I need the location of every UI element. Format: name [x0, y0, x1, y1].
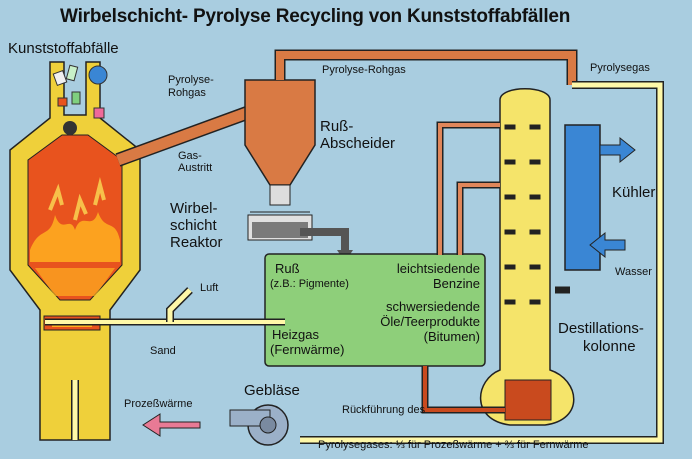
russ-abscheider	[244, 79, 316, 241]
label-pigmente: (z.B.: Pigmente)	[270, 278, 349, 290]
geblaese	[229, 404, 289, 446]
russ-pfeil	[300, 228, 349, 252]
label-kuehler: Kühler	[612, 184, 656, 201]
label-geblaese: Gebläse	[244, 382, 300, 399]
label-leichtsiedende: leichtsiedende	[396, 261, 480, 276]
label-destillationskolonne-2: kolonne	[583, 338, 636, 355]
label-russ: Ruß	[275, 261, 300, 276]
label-luft: Luft	[200, 282, 219, 294]
label-pyrolyse-rohgas-top: Pyrolyse-Rohgas	[322, 64, 406, 76]
label-pyrolyse-rohgas-left-2: Rohgas	[168, 87, 206, 99]
destillationskolonne	[479, 88, 575, 426]
label-rueckfuehrung: Rückführung des	[342, 404, 426, 416]
label-schwersiedende: schwersiedende	[386, 299, 480, 314]
label-destillationskolonne-1: Destillations-	[558, 320, 644, 337]
page-title: Wirbelschicht- Pyrolyse Recycling von Ku…	[60, 6, 571, 27]
label-oele-teer: Öle/Teerprodukte	[380, 314, 480, 329]
label-russ-abscheider-1: Ruß-	[320, 118, 354, 135]
label-pyrolyse-rohgas-left-1: Pyrolyse-	[168, 74, 214, 86]
prozesswaerme-pfeil	[142, 413, 201, 437]
label-heizgas: Heizgas	[272, 327, 319, 342]
produkt-box	[264, 253, 486, 367]
luft-heizgas-leitungen	[45, 287, 285, 440]
label-sand: Sand	[150, 345, 176, 357]
label-pyrolysegases-anteil: Pyrolysegases: ⅓ für Prozeßwärme + ⅔ für…	[318, 439, 589, 451]
kunststoff-teile	[52, 64, 108, 135]
label-reaktor-2: schicht	[170, 217, 217, 234]
label-prozesswaerme: Prozeßwärme	[124, 398, 193, 410]
label-pyrolysegas: Pyrolysegas	[590, 62, 650, 74]
label-bitumen: (Bitumen)	[423, 329, 480, 344]
rohgas-top-leitung	[274, 49, 578, 85]
destillat-leitungen	[421, 121, 570, 414]
pyrolysegas-leitung	[300, 81, 664, 444]
label-gas-austritt-1: Gas-	[178, 150, 202, 162]
label-benzine: Benzine	[433, 276, 480, 291]
label-kunststoffabfaelle: Kunststoffabfälle	[8, 40, 119, 57]
label-gas-austritt-2: Austritt	[178, 162, 213, 174]
label-russ-abscheider-2: Abscheider	[320, 135, 396, 152]
label-reaktor-3: Reaktor	[170, 234, 223, 251]
label-fernwaerme: (Fernwärme)	[270, 342, 345, 357]
kuehler	[564, 124, 636, 271]
label-reaktor-1: Wirbel-	[170, 200, 218, 217]
label-wasser: Wasser	[615, 266, 652, 278]
